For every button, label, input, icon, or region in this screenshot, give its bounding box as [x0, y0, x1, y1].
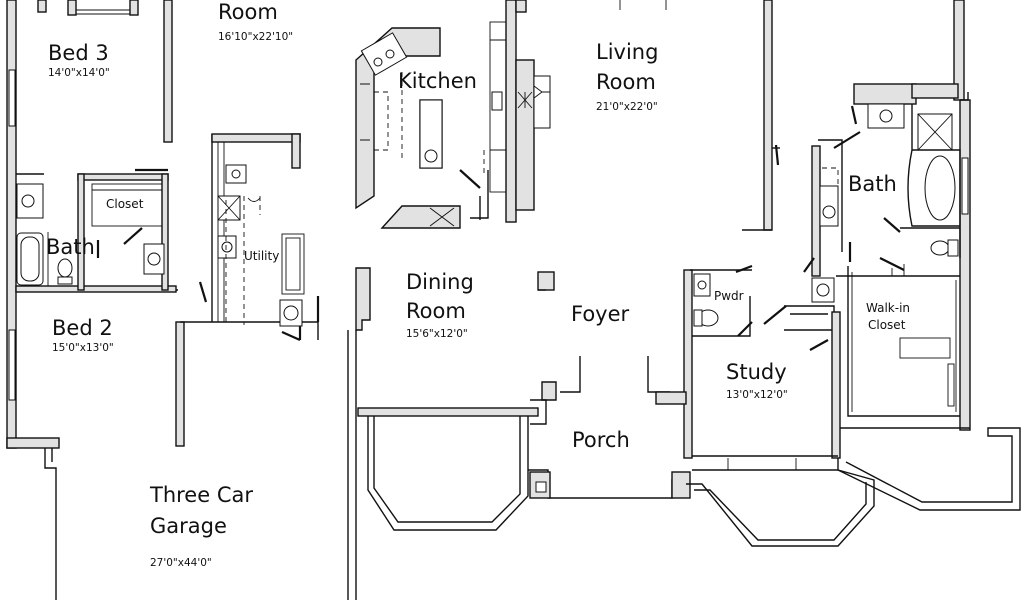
study-name: Study [726, 360, 787, 384]
bed2-dimension: 15'0"x13'0" [52, 342, 114, 354]
utility-details [198, 133, 320, 342]
bed2-name: Bed 2 [52, 316, 113, 340]
kitchen-name: Kitchen [398, 69, 477, 93]
porch-and-bays [367, 416, 1021, 547]
study-details [683, 264, 841, 471]
great-room-dimension: 16'10"x22'10" [218, 31, 293, 43]
garage-name-line1: Three Car [149, 483, 253, 507]
utility-name: Utility [244, 249, 279, 263]
powder-room-name: Pwdr [714, 289, 744, 303]
master-bath-name: Bath [848, 172, 897, 196]
left-wing-details [16, 168, 169, 291]
living-room-name-line1: Living [596, 40, 658, 64]
dining-room-name-line2: Room [406, 299, 466, 323]
bed3-dimension: 14'0"x14'0" [48, 67, 110, 79]
exterior-walls [6, 0, 357, 600]
living-room-details [515, 0, 780, 231]
study-dimension: 13'0"x12'0" [726, 389, 788, 401]
kitchen-details [355, 0, 517, 229]
living-room-dimension: 21'0"x22'0" [596, 101, 658, 113]
garage-name-line2: Garage [150, 514, 227, 538]
porch-name: Porch [572, 428, 630, 452]
living-room-name-line2: Room [596, 70, 656, 94]
dining-room-dimension: 15'6"x12'0" [406, 328, 468, 340]
closet-name: Closet [106, 197, 144, 211]
great-room-name: Room [218, 0, 278, 24]
garage-dimension: 27'0"x44'0" [150, 557, 212, 569]
dining-room-name-line1: Dining [406, 270, 474, 294]
room-labels: Room 16'10"x22'10" Bed 3 14'0"x14'0" Kit… [46, 0, 910, 569]
left-bath-name: Bath [46, 235, 95, 259]
walkin-closet-name-line1: Walk-in [866, 301, 910, 315]
foyer-name: Foyer [571, 302, 630, 326]
walkin-closet-name-line2: Closet [868, 318, 906, 332]
bed3-name: Bed 3 [48, 41, 109, 65]
master-wing-details [763, 0, 971, 470]
dining-foyer-details [355, 267, 687, 425]
